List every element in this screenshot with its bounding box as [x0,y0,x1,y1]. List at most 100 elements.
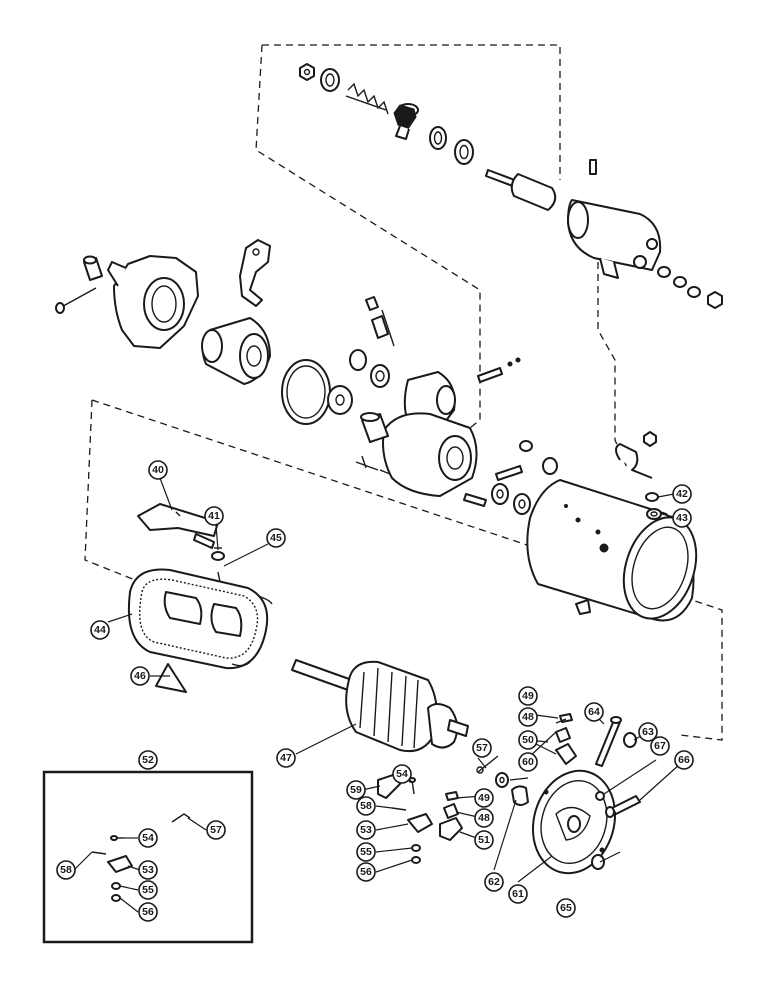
svg-text:57: 57 [210,824,222,836]
svg-text:62: 62 [488,876,500,888]
screw-66 [605,795,641,818]
svg-text:46: 46 [134,670,146,682]
callout-60: 60 [518,752,538,772]
callout-53-inset: 53 [138,860,158,880]
inset-washer-55 [111,882,121,890]
washer-55 [411,844,421,852]
svg-text:55: 55 [142,884,154,896]
drive-pinion [201,317,271,385]
svg-text:44: 44 [94,624,106,636]
commutator-end-frame [531,769,617,875]
small-pin [477,357,521,383]
callout-58-inset: 58 [56,860,76,880]
callout-64: 64 [584,702,604,722]
callout-48-mid: 48 [474,808,494,828]
callout-61: 61 [508,884,528,904]
terminal-clip [615,431,657,479]
inset-screw-58 [91,851,107,855]
svg-text:42: 42 [676,488,688,500]
bushing-set [349,296,395,388]
inset-nut-56 [111,894,121,902]
callout-42: 42 [672,484,692,504]
sleeve-bushing [360,412,389,443]
washer-42 [645,492,659,502]
washer-60 [495,772,509,788]
pole-screw-41 [211,547,225,561]
ring-a [429,126,447,150]
svg-text:58: 58 [60,864,72,876]
svg-text:53: 53 [142,864,154,876]
svg-text:55: 55 [360,846,372,858]
callout-47: 47 [276,748,296,768]
svg-text:51: 51 [478,834,490,846]
callout-56-main: 56 [356,862,376,882]
callout-46: 46 [130,666,150,686]
svg-text:45: 45 [270,532,282,544]
svg-text:58: 58 [360,800,372,812]
svg-text:43: 43 [676,512,688,524]
svg-text:63: 63 [642,726,654,738]
washer-top [320,68,340,92]
callout-43: 43 [672,508,692,528]
dashed-outline-solenoid-to-frame [597,250,629,471]
svg-text:54: 54 [142,832,154,844]
housing-screws [355,440,533,507]
washers-mid [491,457,558,515]
callout-58-main: 58 [356,796,376,816]
svg-text:47: 47 [280,752,292,764]
ring-b [454,139,474,165]
svg-text:59: 59 [350,784,362,796]
callout-54-main: 54 [392,764,412,784]
callout-57-main: 57 [472,738,492,758]
armature [291,659,469,752]
svg-text:56: 56 [360,866,372,878]
callout-41: 41 [204,506,224,526]
inset-spring-57 [171,813,191,823]
washer-67 [595,791,605,801]
svg-text:66: 66 [678,754,690,766]
inset-screw-54 [110,835,124,841]
svg-text:65: 65 [560,902,572,914]
svg-text:48: 48 [478,812,490,824]
callout-55-main: 55 [356,842,376,862]
svg-text:53: 53 [360,824,372,836]
svg-text:49: 49 [522,690,534,702]
svg-text:67: 67 [654,740,666,752]
callout-44: 44 [90,620,110,640]
intermediate-housing [382,371,478,497]
inset-box [42,770,254,944]
drive-housing [107,255,199,349]
plunger-shaft [485,169,557,211]
insulator-46 [155,663,187,693]
callout-65: 65 [556,898,576,918]
brush-holder-53 [407,813,433,833]
plug-65 [591,854,605,870]
svg-text:48: 48 [522,711,534,723]
callout-67: 67 [650,736,670,756]
leader-lines [73,477,681,913]
callout-40: 40 [148,460,168,480]
callout-56-inset: 56 [138,902,158,922]
callout-50: 50 [518,730,538,750]
nut-small [299,63,315,81]
svg-text:61: 61 [512,888,524,900]
screw-49-mid [445,791,459,801]
plunger-cup [393,103,419,140]
callout-45: 45 [266,528,286,548]
shift-lever [239,239,271,307]
callout-62: 62 [484,872,504,892]
housing-screw [55,287,97,314]
callout-66: 66 [674,750,694,770]
screw-58 [391,807,407,811]
brush-48-top [555,727,571,743]
brush-holder-51 [439,817,463,841]
svg-text:40: 40 [152,464,164,476]
nut-56 [411,856,421,864]
thrust-washer [327,385,353,415]
large-o-ring [281,359,331,425]
svg-text:57: 57 [476,742,488,754]
brush-48-mid [443,803,459,819]
terminal-nuts [657,266,723,309]
